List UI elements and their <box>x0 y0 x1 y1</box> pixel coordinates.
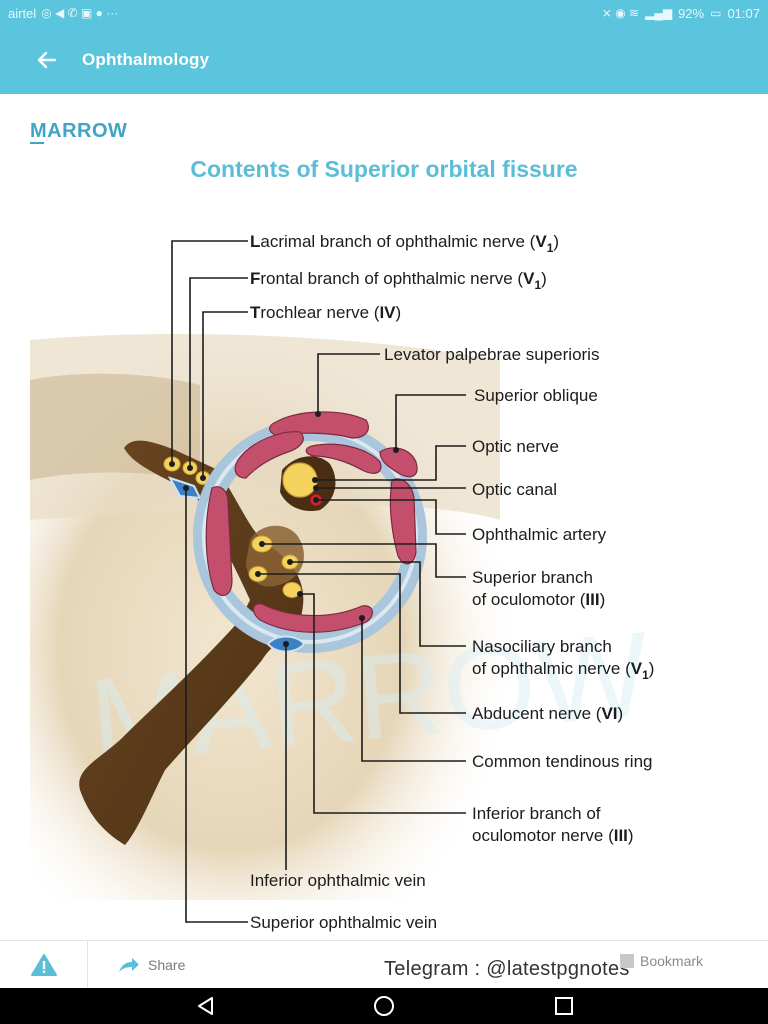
label-nasociliary-line1: Nasociliary branch <box>472 637 612 656</box>
label-optic-nerve: Optic nerve <box>472 437 559 456</box>
nav-back-icon <box>198 997 213 1015</box>
content-area: MARROW Contents of Superior orbital fiss… <box>0 94 768 940</box>
bookmark-label: Bookmark <box>640 953 704 969</box>
bookmark-icon <box>620 954 634 968</box>
page-title: Ophthalmology <box>82 50 210 69</box>
label-frontal: Frontal branch of ophthalmic nerve (V1) <box>250 269 547 292</box>
label-superior-oculomotor-line1: Superior branch <box>472 568 593 587</box>
label-inferior-oculomotor-line1: Inferior branch of <box>472 804 601 823</box>
nav-recents-button[interactable] <box>555 997 573 1015</box>
anatomy-diagram: MARROW <box>30 232 654 932</box>
label-superior-ophthalmic-vein: Superior ophthalmic vein <box>250 913 437 932</box>
label-optic-canal: Optic canal <box>472 480 557 499</box>
bookmark-button[interactable]: Bookmark <box>620 953 703 969</box>
brand-logo-text: MARROW <box>30 120 128 142</box>
label-superior-oculomotor-line2: of oculomotor (III) <box>472 590 605 609</box>
app-bar: Ophthalmology <box>0 26 768 94</box>
arrow-left-icon <box>37 51 57 69</box>
leader-dots <box>169 411 399 647</box>
nav-home-button[interactable] <box>374 996 394 1016</box>
bottom-action-bar: Share Telegram : @latestpgnotes Bookmark <box>0 940 768 989</box>
carrier-name: airtel <box>8 5 37 21</box>
back-button[interactable] <box>26 40 66 80</box>
system-icons: ⨯ ◉ ≋ <box>601 6 640 20</box>
label-abducent: Abducent nerve (VI) <box>472 704 623 723</box>
label-levator: Levator palpebrae superioris <box>384 345 599 364</box>
nav-home-icon <box>374 996 394 1016</box>
telegram-watermark: Telegram : @latestpgnotes <box>384 958 630 980</box>
status-bar: airtel ◎ ◀ ✆ ▣ ● ··· ⨯ ◉ ≋ ▂▄▆ 92% ▭ 01:… <box>0 0 768 26</box>
battery-icon: ▭ <box>710 6 722 20</box>
diagram-labels: Lacrimal branch of ophthalmic nerve (V1)… <box>250 232 654 932</box>
label-trochlear: Trochlear nerve (IV) <box>250 303 401 322</box>
share-button[interactable]: Share <box>118 957 185 973</box>
battery-level: 92% <box>678 5 705 21</box>
nav-recents-icon <box>555 997 573 1015</box>
nav-back-button[interactable] <box>198 997 213 1015</box>
label-superior-oblique: Superior oblique <box>474 386 598 405</box>
clock: 01:07 <box>727 5 760 21</box>
share-label: Share <box>148 956 186 973</box>
ring-nerves <box>246 525 304 598</box>
report-button[interactable] <box>0 940 88 989</box>
warning-icon <box>30 953 57 976</box>
share-arrow-icon <box>119 957 139 972</box>
optic-canal <box>280 456 336 512</box>
leader-lines <box>171 240 466 923</box>
extraocular-muscles <box>205 411 418 633</box>
label-ophthalmic-artery: Ophthalmic artery <box>472 525 607 544</box>
label-common-tendinous-ring: Common tendinous ring <box>472 752 652 771</box>
label-inferior-ophthalmic-vein: Inferior ophthalmic vein <box>250 871 426 890</box>
label-nasociliary-line2: of ophthalmic nerve (V1) <box>472 659 654 682</box>
notification-icons: ◎ ◀ ✆ ▣ ● ··· <box>41 6 119 20</box>
signal-icon: ▂▄▆ <box>645 6 673 20</box>
label-lacrimal: Lacrimal branch of ophthalmic nerve (V1) <box>250 232 559 255</box>
diagram-title: Contents of Superior orbital fissure <box>190 156 578 182</box>
brand-logo: MARROW <box>30 120 128 144</box>
system-nav-bar <box>0 988 768 1024</box>
label-inferior-oculomotor-line2: oculomotor nerve (III) <box>472 826 634 845</box>
